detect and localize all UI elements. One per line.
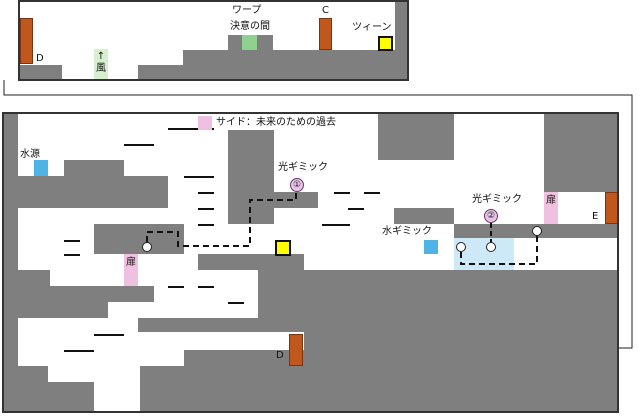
main-bottom-mid	[140, 366, 617, 411]
warp-label: ワープ	[232, 5, 262, 16]
water-source-tile[interactable]	[34, 160, 48, 176]
light-gimmick-1-label: 光ギミック	[278, 162, 328, 173]
top-floor-left	[20, 65, 62, 79]
wind-label: ↑ 風	[96, 51, 106, 74]
side-future-marker	[198, 116, 212, 130]
light-gimmick-1-number[interactable]: ①	[290, 178, 304, 192]
top-d-label: D	[36, 53, 44, 64]
main-left-lower-1	[18, 270, 50, 286]
light-gimmick-2-label: 光ギミック	[472, 194, 522, 205]
ledge	[184, 176, 214, 178]
light-gimmick-2-number[interactable]: ②	[484, 209, 498, 223]
main-yellow-block[interactable]	[275, 240, 291, 256]
top-map-panel: D ↑ 風 ワープ 決意の間 C ツィーン	[18, 0, 409, 81]
main-left-lower-3	[18, 302, 108, 318]
tween-label: ツィーン	[352, 22, 392, 33]
ledge	[198, 208, 214, 210]
ledge	[168, 286, 184, 288]
top-door-c[interactable]	[319, 18, 332, 50]
water-gimmick-tile[interactable]	[424, 240, 438, 254]
main-upper-left-block	[18, 176, 168, 208]
main-lower-mass-2	[138, 318, 617, 332]
door-e[interactable]	[605, 192, 617, 224]
ledge	[64, 350, 94, 352]
ledge	[198, 224, 214, 226]
ledge	[64, 240, 80, 242]
main-right-shelf	[394, 208, 454, 224]
main-lower-mass-3	[304, 332, 617, 366]
ledge	[64, 254, 80, 256]
d-label: D	[276, 350, 284, 361]
door-left-label: 扉	[126, 257, 136, 268]
ledge	[228, 302, 244, 304]
ledge	[198, 286, 214, 288]
door-right-label: 扉	[546, 195, 556, 206]
top-floor-step	[138, 65, 193, 79]
c-label: C	[322, 5, 329, 16]
ring-node[interactable]	[142, 242, 152, 252]
ring-node[interactable]	[456, 242, 466, 252]
door-left-tile[interactable]	[124, 254, 138, 286]
ledge	[364, 192, 380, 194]
side-future-label: サイド：未来のための過去	[216, 117, 336, 128]
ledge	[124, 144, 154, 146]
dashed-paths	[146, 192, 538, 265]
top-right-wall	[395, 2, 407, 50]
door-d[interactable]	[289, 334, 303, 366]
main-mid-left-platform	[94, 224, 184, 254]
main-bottom-band	[48, 382, 94, 411]
ledge	[348, 208, 364, 210]
ring-node[interactable]	[532, 226, 542, 236]
top-door-d[interactable]	[20, 18, 33, 64]
ledge	[334, 192, 350, 194]
main-mid-bridge	[198, 254, 304, 270]
main-water-ledge	[64, 160, 124, 178]
water-gimmick-label: 水ギミック	[382, 226, 432, 237]
main-bottom-left	[18, 366, 48, 411]
top-floor-raised	[183, 50, 407, 79]
ring-node[interactable]	[486, 242, 496, 252]
ledge	[198, 192, 214, 194]
light-path-1	[146, 192, 297, 247]
main-left-wall	[4, 114, 18, 411]
main-left-lower-2	[18, 286, 154, 302]
e-label: E	[592, 211, 599, 222]
warp-tile[interactable]	[242, 35, 257, 50]
decision-room-label: 決意の間	[230, 21, 270, 32]
ledge	[94, 334, 124, 336]
main-map-panel: サイド：未来のための過去 水源 光ギミック ① 光ギミック ② 水ギミック 扉 …	[2, 112, 619, 413]
ledge	[322, 224, 350, 226]
water-source-label: 水源	[20, 149, 40, 160]
door-right-tile[interactable]	[544, 192, 558, 224]
main-bottom-under-d	[184, 350, 304, 366]
wind-marker	[94, 49, 108, 79]
light-path-3	[460, 236, 538, 265]
main-upper-right-block	[378, 114, 454, 160]
ledge	[168, 128, 214, 130]
tween-block[interactable]	[378, 36, 393, 51]
main-far-right-block	[544, 114, 617, 192]
